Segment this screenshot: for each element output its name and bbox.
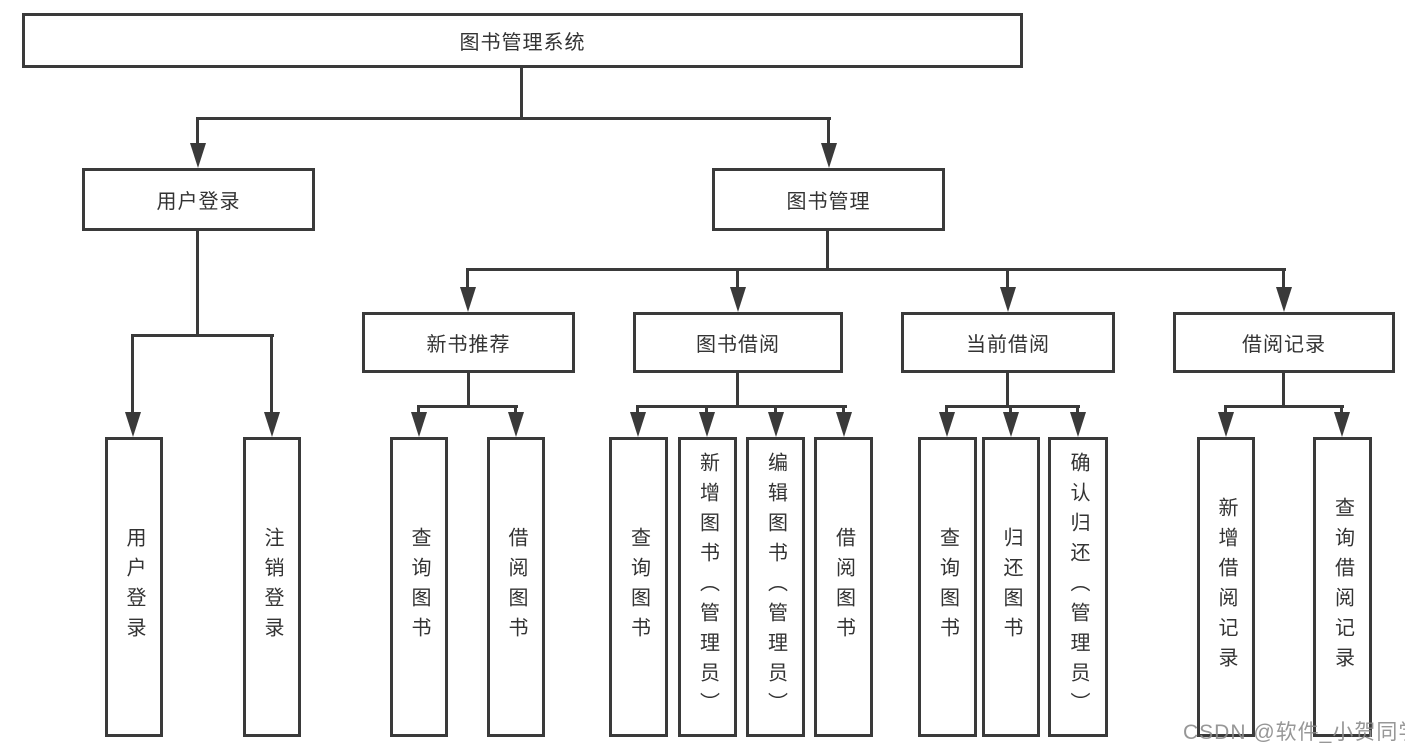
leaf-edit-books-admin: 编辑图书（管理员）: [746, 437, 805, 737]
node-user-login: 用户登录: [82, 168, 315, 231]
connector-line: [1282, 268, 1285, 290]
node-label: 借阅图书: [505, 527, 527, 647]
leaf-user-login: 用户登录: [105, 437, 163, 737]
arrow-down-icon: [1070, 412, 1086, 437]
node-label: 查询借阅记录: [1331, 497, 1354, 677]
arrow-down-icon: [630, 412, 646, 437]
node-label: 查询图书: [627, 527, 650, 647]
leaf-add-borrow-record: 新增借阅记录: [1197, 437, 1255, 737]
connector-line: [636, 405, 847, 408]
node-label: 用户登录: [123, 527, 145, 647]
node-label: 注销登录: [261, 527, 283, 647]
connector-line: [826, 231, 829, 271]
arrow-down-icon: [190, 143, 206, 168]
node-current-borrow: 当前借阅: [901, 312, 1115, 373]
connector-line: [467, 268, 1286, 271]
node-label: 确认归还（管理员）: [1067, 452, 1089, 722]
node-label: 查询图书: [408, 527, 430, 647]
node-borrow-record: 借阅记录: [1173, 312, 1395, 373]
leaf-logout: 注销登录: [243, 437, 301, 737]
connector-line: [945, 405, 948, 417]
node-new-book-recommend: 新书推荐: [362, 312, 575, 373]
connector-line: [417, 405, 420, 417]
node-label: 编辑图书（管理员）: [764, 452, 787, 722]
connector-line: [1282, 373, 1285, 408]
node-label: 图书管理系统: [459, 32, 586, 54]
node-label: 新增借阅记录: [1215, 497, 1237, 677]
arrow-down-icon: [939, 412, 955, 437]
connector-line: [417, 405, 518, 408]
connector-line: [131, 334, 134, 416]
connector-line: [196, 117, 199, 147]
leaf-borrow-books: 借阅图书: [814, 437, 873, 737]
arrow-down-icon: [699, 412, 715, 437]
node-label: 借阅记录: [1242, 334, 1326, 356]
node-label: 归还图书: [1000, 527, 1022, 647]
arrow-down-icon: [125, 412, 141, 437]
connector-line: [705, 405, 708, 417]
node-label: 借阅图书: [832, 527, 855, 647]
connector-line: [1006, 373, 1009, 408]
arrow-down-icon: [1000, 287, 1016, 312]
arrow-down-icon: [836, 412, 852, 437]
arrow-down-icon: [821, 143, 837, 168]
leaf-confirm-return-admin: 确认归还（管理员）: [1048, 437, 1108, 737]
arrow-down-icon: [1003, 412, 1019, 437]
connector-line: [1009, 405, 1012, 417]
connector-line: [131, 334, 274, 337]
node-library-management-system: 图书管理系统: [22, 13, 1023, 68]
arrow-down-icon: [411, 412, 427, 437]
node-label: 用户登录: [156, 191, 241, 213]
arrow-down-icon: [730, 287, 746, 312]
leaf-query-books-current: 查询图书: [918, 437, 977, 737]
connector-line: [196, 231, 199, 337]
connector-line: [736, 373, 739, 408]
connector-line: [1224, 405, 1227, 417]
csdn-watermark: CSDN @软件_小贺同学: [1183, 721, 1405, 744]
leaf-query-borrow-record: 查询借阅记录: [1313, 437, 1372, 737]
node-label: 图书借阅: [696, 334, 780, 356]
connector-line: [774, 405, 777, 417]
arrow-down-icon: [768, 412, 784, 437]
node-label: 新增图书（管理员）: [696, 452, 719, 722]
arrow-down-icon: [1218, 412, 1234, 437]
connector-line: [467, 373, 470, 408]
leaf-query-books-recommend: 查询图书: [390, 437, 448, 737]
arrow-down-icon: [1276, 287, 1292, 312]
connector-line: [466, 268, 469, 290]
node-label: 图书管理: [786, 191, 871, 213]
leaf-add-books-admin: 新增图书（管理员）: [678, 437, 737, 737]
connector-line: [1224, 405, 1344, 408]
leaf-query-books-borrow: 查询图书: [609, 437, 668, 737]
connector-line: [842, 405, 845, 417]
connector-line: [945, 405, 1080, 408]
connector-line: [270, 334, 273, 416]
connector-line: [827, 117, 830, 147]
connector-line: [636, 405, 639, 417]
arrow-down-icon: [264, 412, 280, 437]
connector-line: [514, 405, 517, 417]
connector-line: [520, 68, 523, 120]
arrow-down-icon: [460, 287, 476, 312]
connector-line: [196, 117, 831, 120]
node-book-management: 图书管理: [712, 168, 945, 231]
connector-line: [1076, 405, 1079, 417]
connector-line: [736, 268, 739, 290]
arrow-down-icon: [508, 412, 524, 437]
leaf-return-books: 归还图书: [982, 437, 1040, 737]
node-label: 当前借阅: [966, 334, 1050, 356]
connector-line: [1340, 405, 1343, 417]
arrow-down-icon: [1334, 412, 1350, 437]
node-label: 查询图书: [936, 527, 959, 647]
node-book-borrow: 图书借阅: [633, 312, 843, 373]
leaf-borrow-books-recommend: 借阅图书: [487, 437, 545, 737]
node-label: 新书推荐: [426, 334, 511, 356]
connector-line: [1006, 268, 1009, 290]
